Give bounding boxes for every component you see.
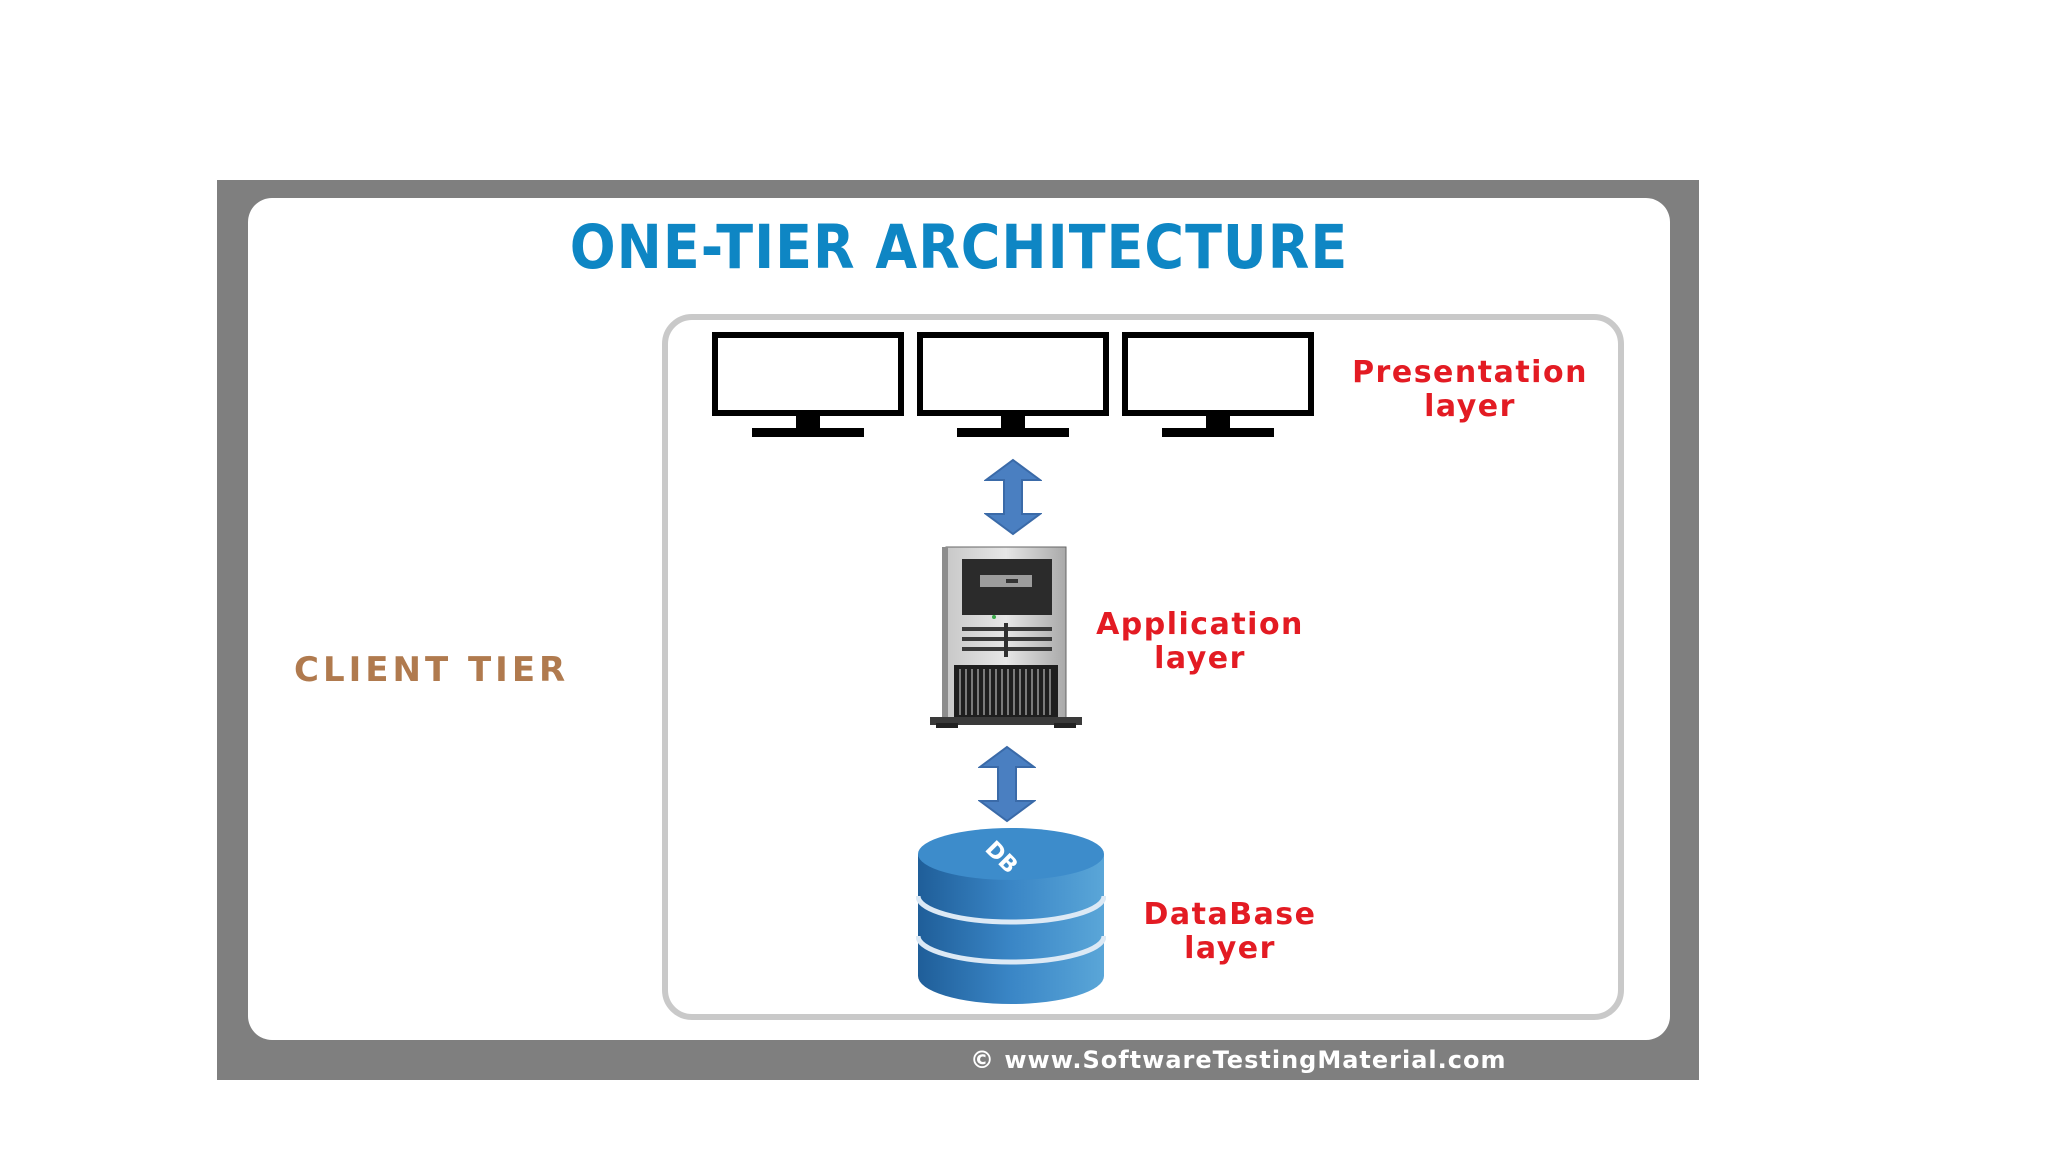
presentation-layer-subtitle: layer (1424, 389, 1516, 424)
database-icon: DB (916, 828, 1106, 1004)
copyright-watermark: © www.SoftwareTestingMaterial.com (970, 1046, 1507, 1074)
server-tower-icon (930, 546, 1082, 728)
monitor-icon (712, 332, 904, 437)
double-arrow-icon (984, 458, 1042, 536)
application-layer-label: Application layer (1080, 608, 1320, 676)
monitor-icon (917, 332, 1109, 437)
presentation-layer-title: Presentation (1352, 355, 1588, 390)
application-layer-title: Application (1096, 607, 1304, 642)
diagram-title: ONE-TIER ARCHITECTURE (569, 212, 1349, 283)
database-layer-title: DataBase (1143, 897, 1317, 932)
database-layer-label: DataBase layer (1120, 898, 1340, 966)
application-layer-subtitle: layer (1154, 641, 1246, 676)
presentation-layer-label: Presentation layer (1330, 356, 1610, 424)
client-tier-label: CLIENT TIER (294, 650, 570, 690)
database-layer-subtitle: layer (1184, 931, 1276, 966)
monitor-icon (1122, 332, 1314, 437)
double-arrow-icon (978, 745, 1036, 823)
